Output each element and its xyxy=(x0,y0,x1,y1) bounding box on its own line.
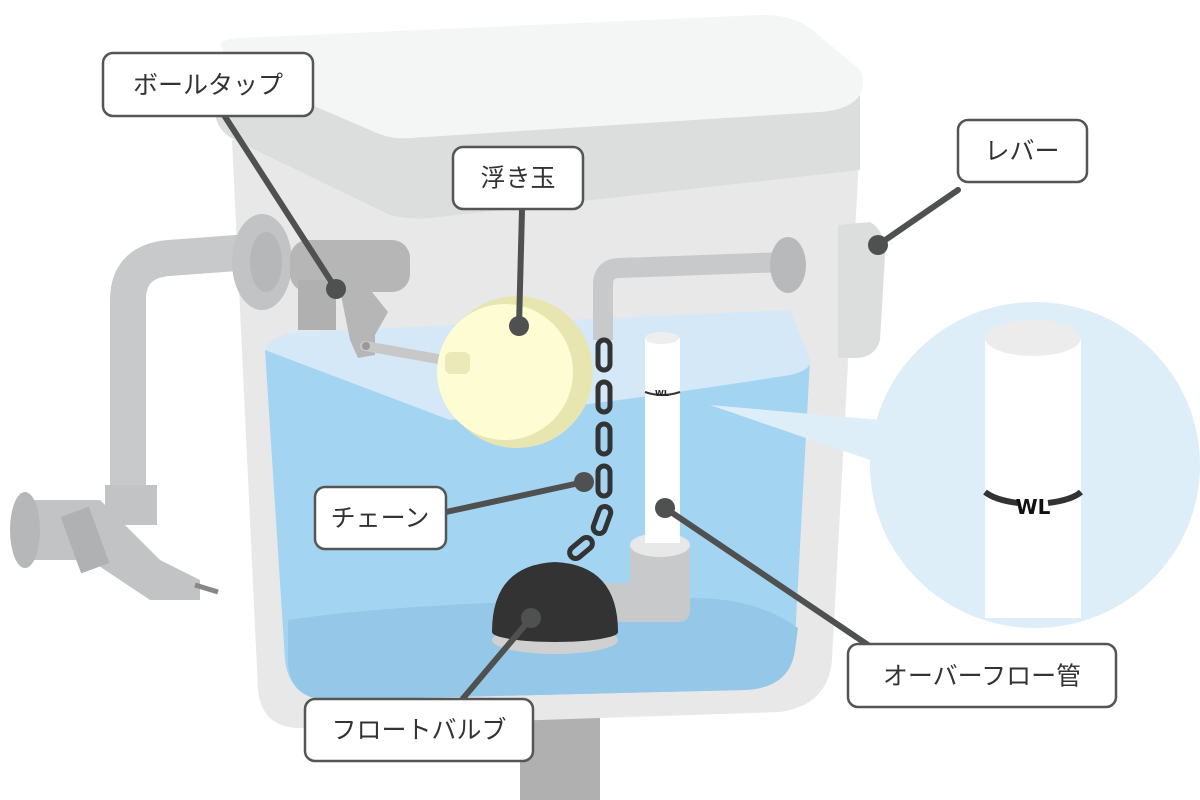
float-ball-joint xyxy=(445,352,470,374)
label-float-valve: フロートバルブ xyxy=(303,697,535,763)
lever-handle xyxy=(838,222,885,358)
lever-pivot xyxy=(770,237,806,293)
lever-leader xyxy=(875,187,961,248)
label-lever: レバー xyxy=(956,118,1089,184)
pipe-flange-inner xyxy=(250,232,282,292)
lift-rod xyxy=(593,252,786,340)
chain-marker xyxy=(574,472,594,492)
overflow-wl-mark: WL xyxy=(655,389,669,398)
stop-valve xyxy=(10,485,219,600)
label-chain-text: チェーン xyxy=(331,504,430,533)
supply-pipe xyxy=(110,234,252,490)
label-ball-tap-text: ボールタップ xyxy=(133,71,283,100)
lever-marker xyxy=(868,235,888,255)
tank-lid-top xyxy=(220,14,863,140)
zoom-wl-mark: WL xyxy=(1016,495,1051,519)
chain xyxy=(567,337,614,561)
label-float-ball: 浮き玉 xyxy=(451,145,585,211)
label-ball-tap: ボールタップ xyxy=(101,51,315,118)
label-overflow-pipe-text: オーバーフロー管 xyxy=(883,662,1081,691)
overflow-pipe-leader xyxy=(662,505,871,648)
label-float-valve-text: フロートバルブ xyxy=(331,716,506,745)
float-ball-leader xyxy=(516,207,525,329)
label-overflow-pipe: オーバーフロー管 xyxy=(846,642,1118,709)
float-ball-marker xyxy=(509,316,529,336)
ball-tap-marker xyxy=(326,279,346,299)
label-lever-text: レバー xyxy=(984,137,1059,166)
label-chain: チェーン xyxy=(313,485,448,551)
ball-tap-body xyxy=(290,240,460,367)
float-ball-highlight xyxy=(437,304,573,440)
ball-tap-leader xyxy=(219,109,339,292)
float-valve-leader xyxy=(457,615,534,705)
float-valve-marker xyxy=(521,608,541,628)
overflow-pipe-marker xyxy=(655,498,675,518)
chain-leader xyxy=(443,479,587,515)
water-level-zoom-callout: WL xyxy=(710,302,1200,628)
label-float-ball-text: 浮き玉 xyxy=(480,164,555,193)
